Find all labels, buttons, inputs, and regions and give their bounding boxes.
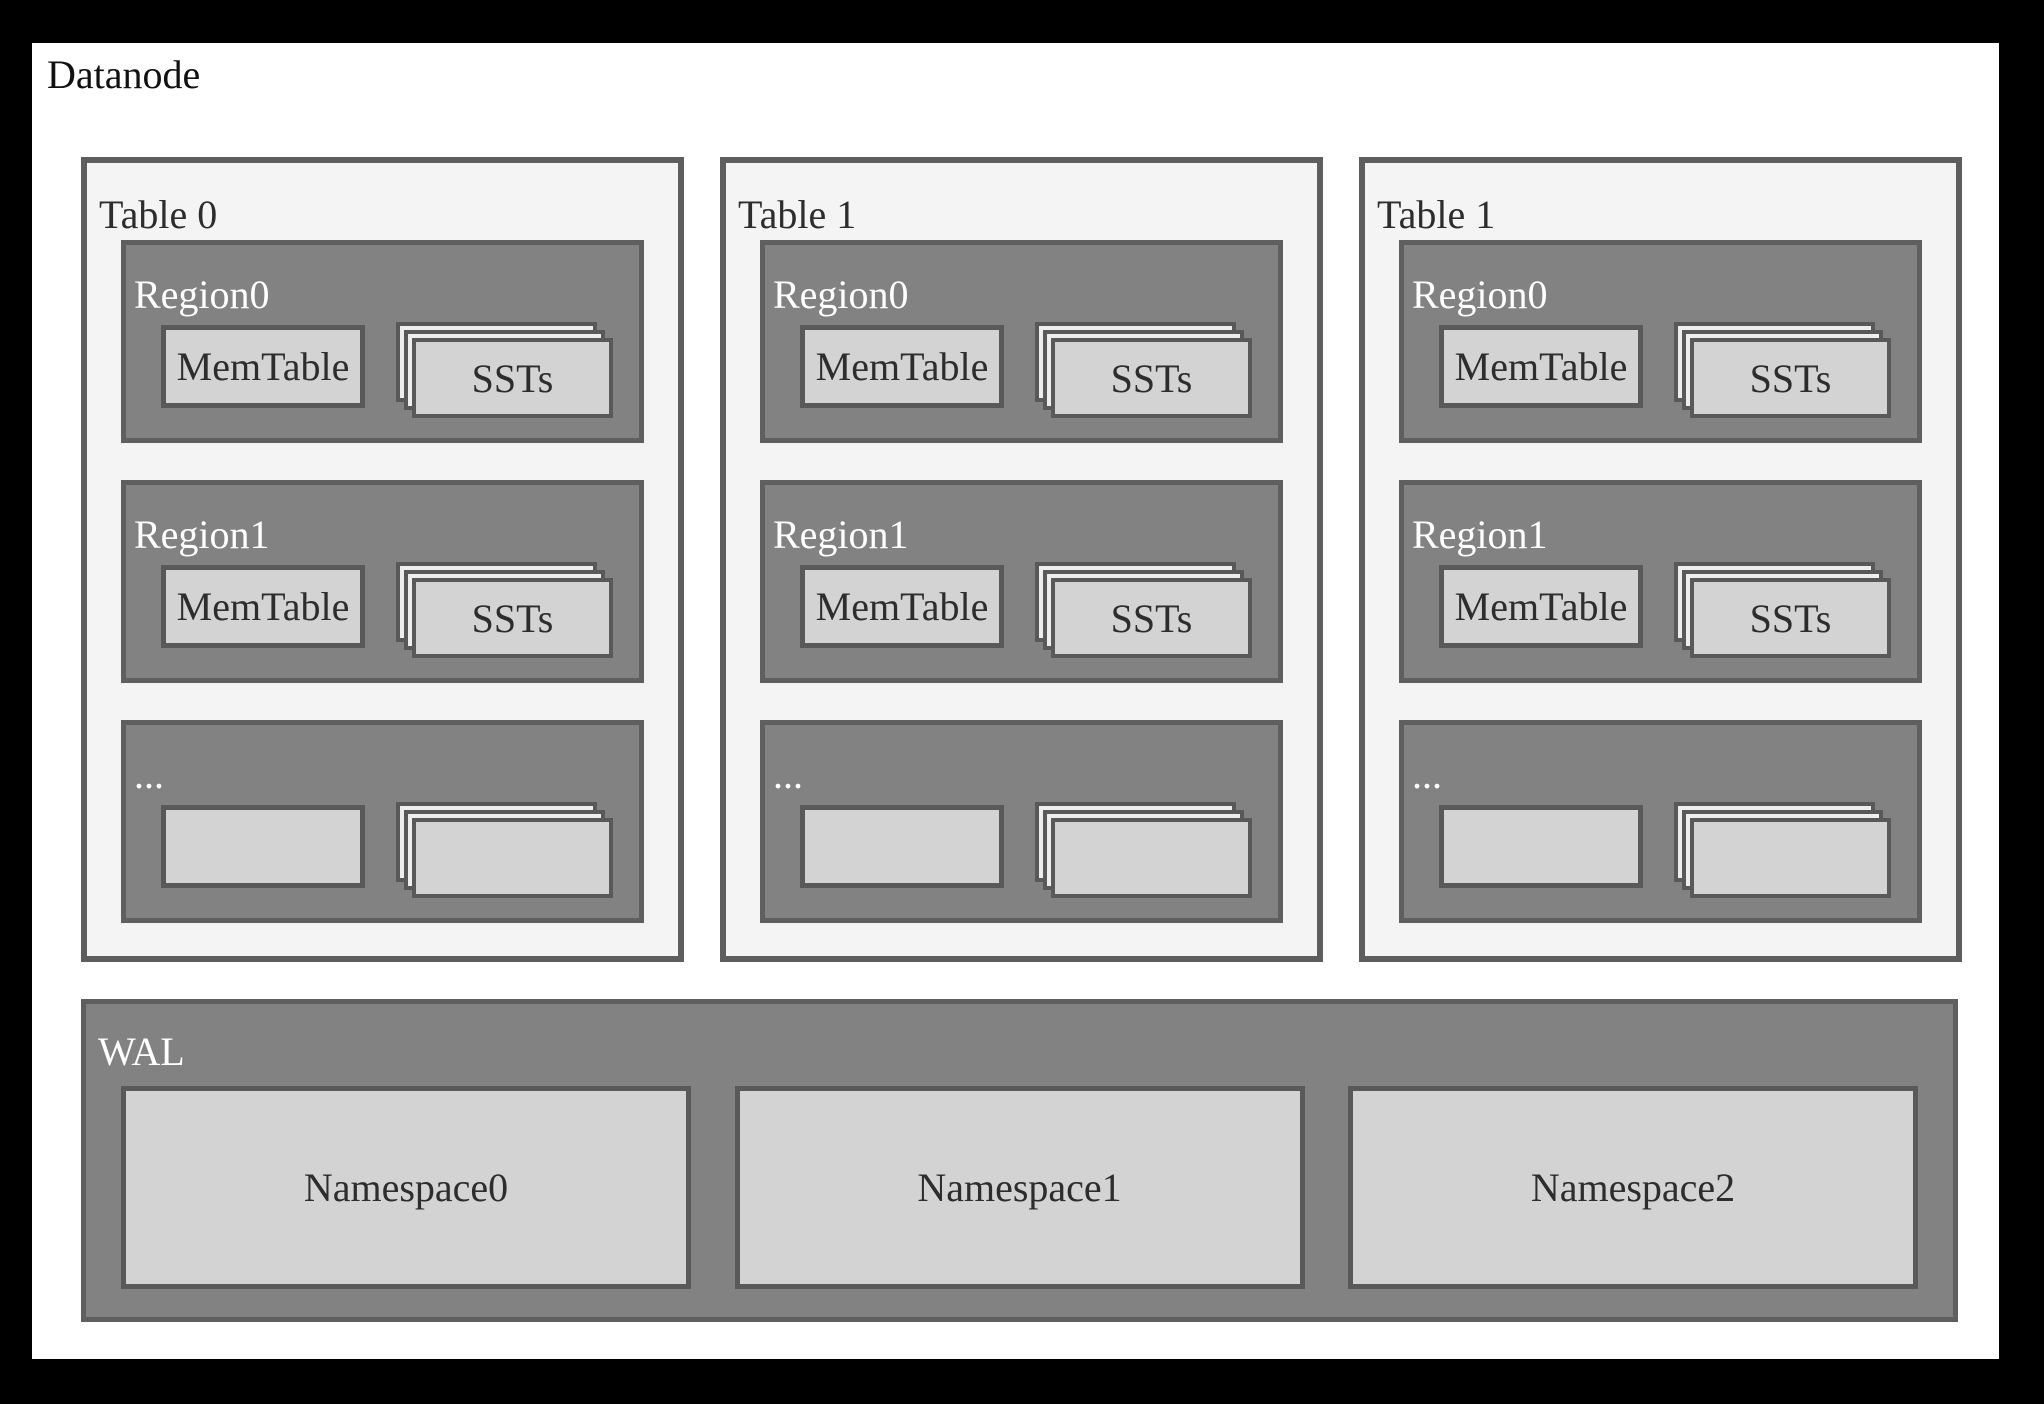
sst-page-front: SSTs <box>1690 338 1891 418</box>
sst-page-front <box>412 818 613 898</box>
ssts-stack-empty <box>1035 802 1252 898</box>
sst-page-front: SSTs <box>412 338 613 418</box>
sst-page-front: SSTs <box>1051 338 1252 418</box>
region-label: ... <box>1412 752 1442 797</box>
memtable-box-empty <box>1439 805 1643 888</box>
region-box: Region0 MemTable SSTs <box>1399 240 1922 443</box>
memtable-box: MemTable <box>161 565 365 648</box>
memtable-box: MemTable <box>800 565 1004 648</box>
regions-list: Region0 MemTable SSTs Region1 MemTable S… <box>87 163 678 960</box>
table-label: Table 1 <box>738 192 857 237</box>
region-label: Region0 <box>1412 272 1548 317</box>
wal-box: WAL Namespace0 Namespace1 Namespace2 <box>81 999 1958 1322</box>
regions-list: Region0 MemTable SSTs Region1 MemTable S… <box>726 163 1317 960</box>
sst-page-front: SSTs <box>1051 578 1252 658</box>
memtable-box: MemTable <box>800 325 1004 408</box>
region-box: Region1 MemTable SSTs <box>760 480 1283 683</box>
region-box-ellipsis: ... <box>760 720 1283 923</box>
memtable-box-empty <box>800 805 1004 888</box>
region-box: Region1 MemTable SSTs <box>121 480 644 683</box>
ssts-stack: SSTs <box>1674 562 1891 658</box>
memtable-box: MemTable <box>1439 565 1643 648</box>
region-box-ellipsis: ... <box>121 720 644 923</box>
region-box: Region0 MemTable SSTs <box>760 240 1283 443</box>
sst-page-front: SSTs <box>412 578 613 658</box>
table-label: Table 1 <box>1377 192 1496 237</box>
region-label: Region1 <box>134 512 270 557</box>
region-label: ... <box>773 752 803 797</box>
region-label: Region1 <box>1412 512 1548 557</box>
region-label: Region0 <box>773 272 909 317</box>
region-box-ellipsis: ... <box>1399 720 1922 923</box>
table-label: Table 0 <box>99 192 218 237</box>
ssts-stack-empty <box>396 802 613 898</box>
namespace-box-2: Namespace2 <box>1348 1086 1918 1289</box>
namespace-box-1: Namespace1 <box>734 1086 1305 1289</box>
ssts-stack: SSTs <box>396 322 613 418</box>
ssts-stack: SSTs <box>1674 322 1891 418</box>
table-box-0: Table 0 Region0 MemTable SSTs Region1 Me… <box>81 157 684 962</box>
memtable-box: MemTable <box>1439 325 1643 408</box>
datanode-panel: Datanode Table 0 Region0 MemTable SSTs R… <box>32 43 1999 1359</box>
sst-page-front <box>1690 818 1891 898</box>
namespace-box-0: Namespace0 <box>121 1086 691 1289</box>
region-label: Region0 <box>134 272 270 317</box>
wal-label: WAL <box>98 1029 185 1074</box>
sst-page-front <box>1051 818 1252 898</box>
memtable-box-empty <box>161 805 365 888</box>
region-box: Region0 MemTable SSTs <box>121 240 644 443</box>
region-label: Region1 <box>773 512 909 557</box>
page-title: Datanode <box>47 52 201 97</box>
table-box-2: Table 1 Region0 MemTable SSTs Region1 Me… <box>1359 157 1962 962</box>
ssts-stack-empty <box>1674 802 1891 898</box>
memtable-box: MemTable <box>161 325 365 408</box>
namespace-row: Namespace0 Namespace1 Namespace2 <box>121 1086 1918 1289</box>
tables-row: Table 0 Region0 MemTable SSTs Region1 Me… <box>81 157 1962 962</box>
region-box: Region1 MemTable SSTs <box>1399 480 1922 683</box>
ssts-stack: SSTs <box>1035 562 1252 658</box>
sst-page-front: SSTs <box>1690 578 1891 658</box>
ssts-stack: SSTs <box>1035 322 1252 418</box>
regions-list: Region0 MemTable SSTs Region1 MemTable S… <box>1365 163 1956 960</box>
ssts-stack: SSTs <box>396 562 613 658</box>
region-label: ... <box>134 752 164 797</box>
table-box-1: Table 1 Region0 MemTable SSTs Region1 Me… <box>720 157 1323 962</box>
